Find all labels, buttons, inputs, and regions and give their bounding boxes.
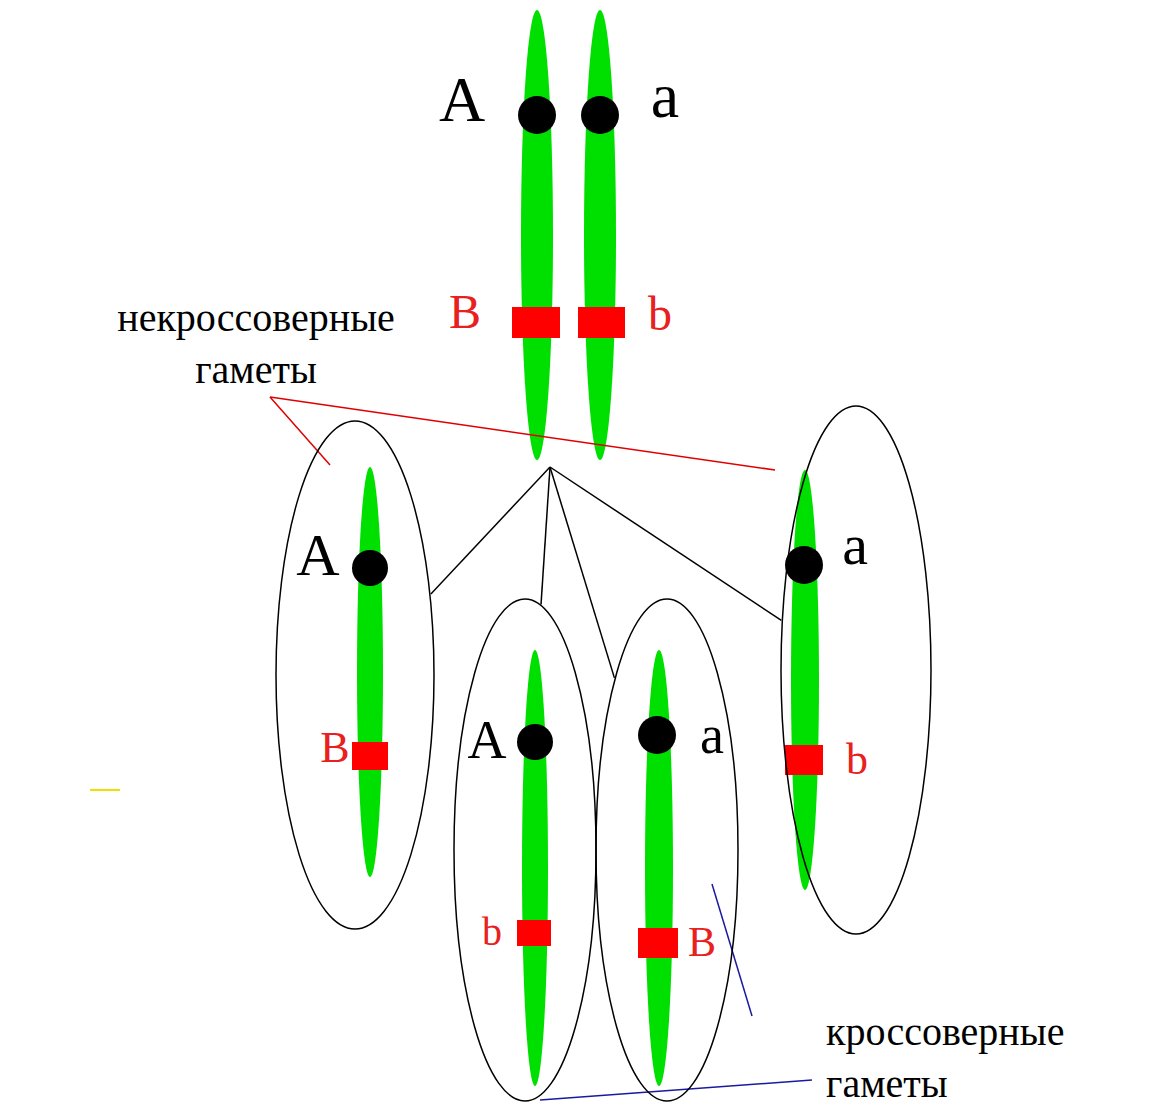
allele-letter: a <box>842 516 868 574</box>
gene-locus-rect <box>785 745 823 775</box>
chromosome <box>584 10 616 460</box>
meiosis-connector <box>541 467 550 604</box>
allele-letter: B <box>449 288 481 336</box>
callout-label: кроссоверные гаметы <box>826 1006 1156 1110</box>
gamete-ellipse: ab <box>780 405 932 935</box>
allele-letter: B <box>688 921 716 963</box>
parent-chromosome-pair: AaBb <box>420 5 710 467</box>
allele-letter: b <box>846 738 868 782</box>
gene-locus-dot <box>638 716 676 754</box>
meiosis-connector <box>431 467 550 594</box>
meiosis-connector <box>550 467 614 678</box>
gene-locus-rect <box>638 928 678 958</box>
gamete-ellipse: aB <box>595 598 739 1102</box>
gene-locus-dot <box>517 724 553 760</box>
allele-letter: A <box>468 713 507 767</box>
allele-letter: B <box>320 726 349 770</box>
gamete-ellipse: Ab <box>453 598 597 1102</box>
meiosis-connector <box>550 467 781 620</box>
ellipse-outline <box>276 421 434 929</box>
allele-letter: b <box>482 912 502 952</box>
gene-locus-rect <box>517 920 551 946</box>
leader-line <box>540 1080 812 1100</box>
ellipse-outline <box>275 420 435 930</box>
stray-mark <box>90 789 120 791</box>
allele-letter: a <box>700 708 724 762</box>
ellipse-outline <box>780 405 932 935</box>
leader-line <box>270 397 775 470</box>
gene-locus-dot <box>785 546 823 584</box>
ellipse-outline <box>453 598 597 1102</box>
gene-locus-dot <box>581 96 619 134</box>
allele-letter: A <box>296 525 339 585</box>
gene-locus-rect <box>512 307 560 338</box>
chromosome <box>522 650 548 1086</box>
chromosome <box>645 650 673 1086</box>
callout-label: некроссоверные гаметы <box>88 292 424 396</box>
chromosome <box>357 467 383 877</box>
allele-letter: a <box>651 64 679 128</box>
gene-locus-dot <box>518 96 556 134</box>
gene-locus-dot <box>352 550 388 586</box>
ellipse-outline <box>596 599 738 1101</box>
gene-locus-rect <box>352 742 388 770</box>
ellipse-outline <box>454 599 596 1101</box>
allele-letter: b <box>648 290 672 338</box>
chromosome <box>521 10 553 460</box>
gene-locus-rect <box>578 307 625 338</box>
ellipse-outline <box>781 406 931 934</box>
allele-letter: A <box>439 68 485 132</box>
leader-line <box>270 397 330 465</box>
ellipse-outline <box>595 598 739 1102</box>
gamete-ellipse: AB <box>275 420 435 930</box>
